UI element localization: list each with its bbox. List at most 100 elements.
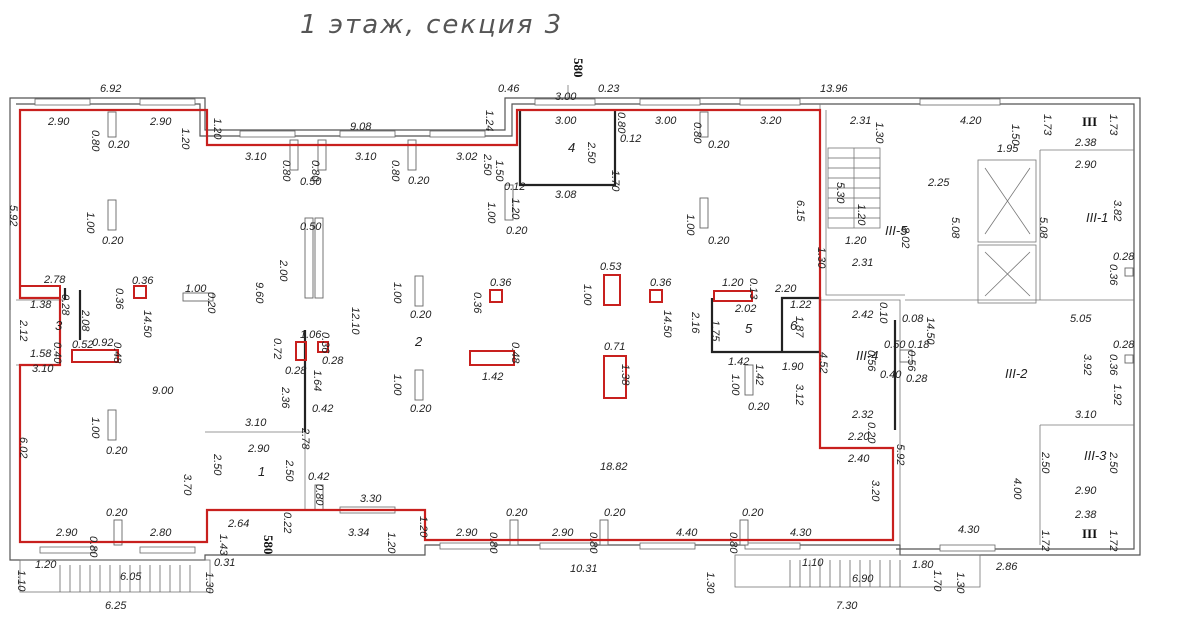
dimension-label: 0.56 (905, 350, 917, 372)
plan-title: 1 этаж, секция 3 (300, 10, 563, 40)
inner-walls (63, 110, 897, 432)
dimension-label: 1.00 (84, 212, 96, 234)
dimension-label: 1.95 (997, 143, 1019, 155)
dimension-label: 0.40 (51, 342, 63, 364)
dimension-label: 0.92 (92, 337, 113, 349)
dimension-label: 0.40 (880, 369, 902, 381)
dimension-label: 1.87 (793, 316, 805, 338)
dimension-label: 1.20 (385, 532, 397, 554)
dimension-label: 0.36 (1107, 354, 1119, 376)
dimension-label: 1.06 (300, 329, 322, 341)
dimension-label: 3.10 (245, 417, 267, 429)
room-label: 5 (745, 321, 753, 336)
section-580-bottom-label: 580 (261, 535, 276, 555)
dimension-label: 1.72 (1107, 530, 1119, 551)
building-walls (9, 97, 1141, 561)
dimension-label: 0.36 (1107, 264, 1119, 286)
dimension-label: 1.20 (417, 516, 429, 538)
dimension-label: 2.50 (1107, 451, 1119, 474)
dimension-label: 5.08 (1037, 217, 1049, 239)
dimension-label: 1.00 (391, 282, 403, 304)
columns (107, 111, 754, 546)
dimension-label: 0.20 (106, 507, 128, 519)
dimension-label: 2.36 (279, 386, 291, 409)
dimension-label: 6.90 (852, 573, 874, 585)
dimension-label: 0.80 (309, 160, 321, 182)
dimension-label: 2.38 (1074, 137, 1097, 149)
dimension-label: 2.50 (211, 453, 223, 476)
room-label: 4 (568, 140, 575, 155)
dimension-label: 3.10 (245, 151, 267, 163)
dimension-label: 3.10 (355, 151, 377, 163)
dimension-label: 1.42 (753, 364, 765, 385)
dimension-label: 0.20 (708, 139, 730, 151)
dimension-label: 3.00 (555, 115, 577, 127)
dimension-label: 0.80 (487, 532, 499, 554)
dimension-label: 0.23 (598, 83, 620, 95)
dimension-label: 1.50 (1009, 124, 1021, 146)
dimension-label: 2.16 (689, 311, 701, 334)
dimension-label: 1.92 (1111, 384, 1123, 405)
dimension-label: 4.30 (958, 524, 980, 536)
dimension-label: 2.38 (1074, 509, 1097, 521)
dimension-label: 14.50 (141, 310, 153, 338)
dimension-label: 2.64 (227, 518, 249, 530)
dimension-label: 0.20 (205, 292, 217, 314)
dimension-label: 0.53 (600, 261, 622, 273)
dimension-label: 3.08 (555, 189, 577, 201)
dimension-label: 5.05 (1070, 313, 1092, 325)
dimension-label: 1.00 (729, 374, 741, 396)
dimension-label: 0.36 (471, 292, 483, 314)
dimension-label: 3.34 (348, 527, 369, 539)
dimension-label: 3.82 (1111, 200, 1123, 221)
dimension-label: 9.08 (350, 121, 372, 133)
dimension-label: 1.22 (790, 299, 811, 311)
dimension-label: 0.18 (908, 339, 930, 351)
dimension-label: 1.00 (89, 417, 101, 439)
dimension-label: 1.00 (684, 214, 696, 236)
dimension-label: 3.00 (655, 115, 677, 127)
dimension-label: 2.90 (47, 116, 70, 128)
dimension-label: 2.50 (585, 141, 597, 164)
dimension-label: 0.20 (108, 139, 130, 151)
dimension-label: 3.92 (1081, 354, 1093, 375)
dimension-label: 0.80 (389, 160, 401, 182)
dimension-label: 1.20 (722, 277, 744, 289)
dimension-label: 2.31 (849, 115, 871, 127)
room-label: III-2 (1005, 366, 1028, 381)
dimension-label: 2.02 (734, 303, 756, 315)
dimension-label: 2.20 (847, 431, 870, 443)
dimension-label: 0.20 (748, 401, 770, 413)
dimension-label: 0.20 (410, 403, 432, 415)
dimension-label: 2.80 (149, 527, 172, 539)
staircase (827, 147, 881, 229)
dimension-label: 1.80 (912, 559, 934, 571)
dimension-label: 0.46 (498, 83, 520, 95)
dimension-label: 10.31 (570, 563, 598, 575)
dimension-label: 0.12 (620, 133, 641, 145)
dimension-label: 9.00 (152, 385, 174, 397)
dimension-label: 4.40 (676, 527, 698, 539)
dimension-label: 1.70 (609, 170, 621, 192)
dimension-label: 3.02 (456, 151, 477, 163)
dimension-label: 2.50 (283, 459, 295, 482)
dimension-label: 0.50 (300, 221, 322, 233)
dimension-label: 1.20 (855, 204, 867, 226)
dimension-label: 0.48 (111, 342, 123, 364)
dimension-label: 0.28 (59, 294, 71, 316)
dimension-label: 1.00 (485, 202, 497, 224)
dimension-label: 13.96 (820, 83, 848, 95)
dimension-label: 3.20 (760, 115, 782, 127)
room-label: III-3 (1084, 448, 1107, 463)
dimension-label: 1.73 (1041, 114, 1053, 136)
dimension-label: 1.75 (709, 320, 721, 342)
dimension-label: 2.90 (1074, 485, 1097, 497)
dimension-label: 6.92 (100, 83, 121, 95)
dimension-label: 1.20 (845, 235, 867, 247)
dimension-label: 4.20 (960, 115, 982, 127)
dimension-label: 1.42 (482, 371, 503, 383)
dimension-labels-middle: 5.92 1.00 0.20 0.50 2.00 2.50 1.50 0.12 … (7, 133, 1135, 457)
dimension-label: 1.20 (179, 128, 191, 150)
dimension-label: 2.90 (551, 527, 574, 539)
dimension-label: 0.80 (587, 532, 599, 554)
